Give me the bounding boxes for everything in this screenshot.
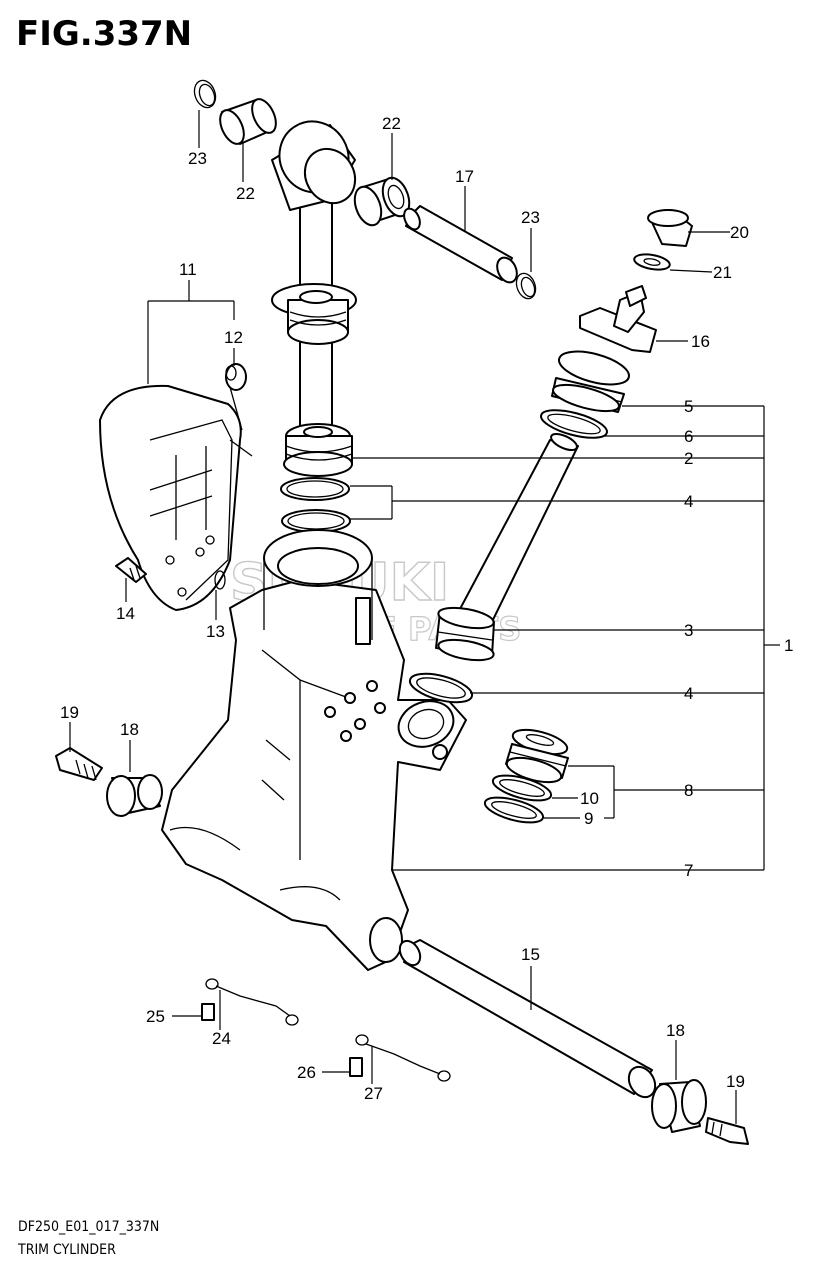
cylinder-body-7	[161, 529, 467, 971]
callout-23-right: 23	[521, 208, 540, 227]
callout-27: 27	[364, 1084, 383, 1103]
callout-9: 9	[584, 809, 593, 828]
callout-18-right: 18	[666, 1021, 685, 1040]
callout-19-right: 19	[726, 1072, 745, 1091]
figure-title: FIG.337N	[16, 14, 193, 54]
callouts: 23 22 22 17 23 20 21 16 11 12 5 6 2 4 3 …	[60, 114, 793, 1103]
o-rings-4-upper	[280, 477, 351, 533]
callout-7: 7	[684, 861, 693, 880]
callout-11: 11	[179, 260, 197, 279]
callout-2: 2	[684, 449, 693, 468]
bolt-14	[115, 557, 147, 583]
bushing-18-left	[106, 774, 163, 817]
o-ring-4-lower	[408, 672, 474, 704]
o-ring-6	[540, 409, 608, 439]
o-ring-10	[491, 774, 553, 802]
screw-26	[349, 1057, 363, 1077]
bolt-19-left	[55, 747, 103, 781]
cover-11	[99, 379, 253, 611]
trim-rod-assembly	[271, 120, 357, 477]
callout-18-left: 18	[120, 720, 139, 739]
callout-15: 15	[521, 945, 540, 964]
valve-16	[579, 285, 657, 353]
callout-16: 16	[691, 332, 710, 351]
grommet-12	[225, 363, 247, 391]
screw-25	[201, 1003, 215, 1021]
ground-wire-27	[355, 1034, 451, 1082]
callout-12: 12	[224, 328, 243, 347]
ground-wire-24	[205, 978, 299, 1026]
callout-4-upper: 4	[684, 492, 693, 511]
tilt-rod-3	[435, 432, 579, 662]
washer-21	[633, 253, 671, 271]
callout-24: 24	[212, 1029, 231, 1048]
callout-22-top: 22	[236, 184, 255, 203]
callout-26: 26	[297, 1063, 316, 1082]
callout-13: 13	[206, 622, 225, 641]
callout-4-lower: 4	[684, 684, 693, 703]
callout-6: 6	[684, 427, 693, 446]
callout-23-top: 23	[188, 149, 207, 168]
callout-10: 10	[580, 789, 599, 808]
callout-17: 17	[455, 167, 474, 186]
pin-15	[398, 939, 657, 1099]
callout-19-left: 19	[60, 703, 79, 722]
backup-ring-9	[483, 796, 545, 824]
callout-8: 8	[684, 781, 693, 800]
callout-21: 21	[713, 263, 732, 282]
bushing-22-right	[353, 176, 411, 227]
cap-5	[551, 350, 630, 413]
circlip-23-right	[515, 272, 537, 300]
callout-14: 14	[116, 604, 135, 623]
callout-1: 1	[784, 636, 793, 655]
model-code: DF250_E01_017_337N	[18, 1219, 160, 1235]
circlip-23-top	[193, 79, 217, 109]
leader-lines	[69, 110, 780, 1124]
o-ring-13	[214, 570, 226, 590]
nut-20	[647, 209, 693, 247]
callout-22-right: 22	[382, 114, 401, 133]
callout-3: 3	[684, 621, 693, 640]
callout-5: 5	[684, 397, 693, 416]
pin-17	[403, 205, 518, 284]
bolt-19-right	[705, 1117, 749, 1145]
diagram-caption: TRIM CYLINDER	[18, 1242, 116, 1258]
bushing-18-right	[651, 1079, 707, 1133]
callout-20: 20	[730, 223, 749, 242]
bushing-22-top	[219, 98, 277, 145]
callout-25: 25	[146, 1007, 165, 1026]
